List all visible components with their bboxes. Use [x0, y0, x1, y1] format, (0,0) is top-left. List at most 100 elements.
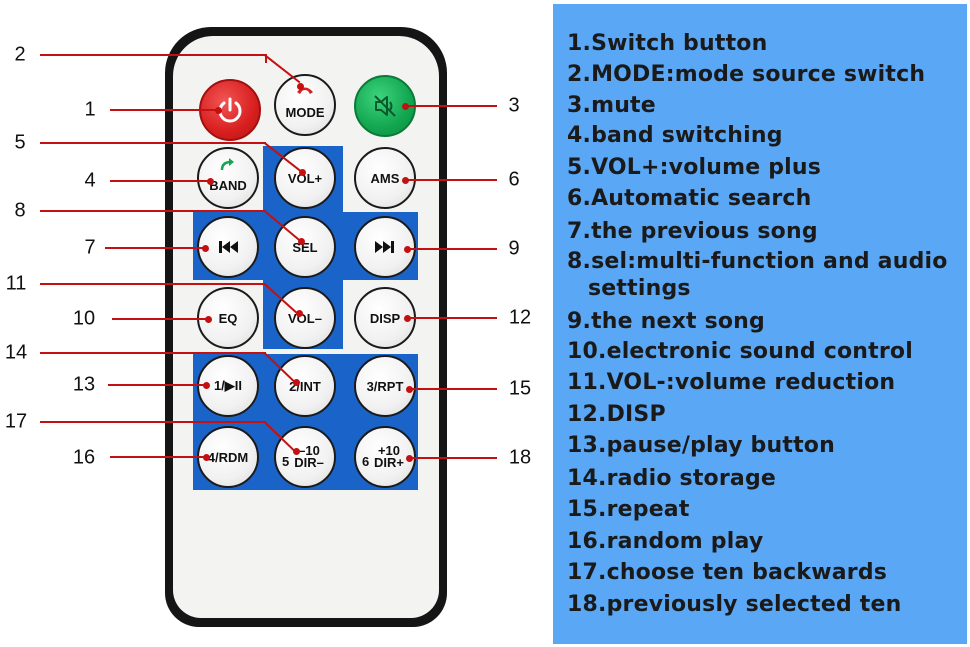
callout-number-18: 18	[508, 446, 532, 469]
leader-dot-13	[202, 381, 210, 389]
leader-line-15	[409, 388, 497, 390]
callout-number-11: 11	[5, 272, 27, 295]
callout-number-17: 17	[4, 410, 28, 433]
skip-next-icon	[375, 241, 394, 253]
pause-play-label: 1/▶II	[213, 378, 243, 393]
leader-line-6	[405, 179, 497, 181]
callout-number-7: 7	[84, 236, 96, 259]
leader-line-9	[407, 248, 497, 250]
dir-plus-text: +10 DIR+	[374, 443, 404, 470]
leader-line-12	[407, 317, 497, 319]
leader-dot-16	[202, 453, 210, 461]
callout-number-5: 5	[14, 131, 26, 154]
legend-item-16: 16.random play	[567, 529, 764, 554]
leader-dot-12	[403, 314, 411, 322]
sel-label: SEL	[292, 239, 318, 255]
callout-number-1: 1	[84, 98, 96, 121]
leader-line-3	[405, 105, 497, 107]
int-button[interactable]: 2/INT	[274, 355, 336, 417]
band-label: BAND	[209, 177, 247, 193]
legend-item-3: 3.mute	[567, 93, 656, 118]
mode-label: MODE	[285, 104, 325, 120]
leader-line-2-drop	[265, 54, 267, 63]
mode-button[interactable]: MODE	[274, 74, 336, 136]
legend-item-10: 10.electronic sound control	[567, 339, 913, 364]
leader-line-7	[105, 247, 205, 249]
legend-item-12: 12.DISP	[567, 402, 666, 427]
legend-item-4: 4.band switching	[567, 123, 783, 148]
leader-dot-18	[405, 454, 413, 462]
leader-line-11	[40, 283, 266, 285]
leader-line-13	[108, 384, 206, 386]
leader-line-14	[40, 352, 266, 354]
leader-dot-15	[405, 385, 413, 393]
dir-plus-bottom: DIR+	[374, 455, 404, 470]
callout-number-14: 14	[4, 341, 28, 364]
legend-item-1: 1.Switch button	[567, 31, 768, 56]
legend-item-6: 6.Automatic search	[567, 186, 812, 211]
leader-dot-7	[201, 244, 209, 252]
legend-item-7: 7.the previous song	[567, 219, 818, 244]
leader-line-5	[40, 142, 266, 144]
vol-minus-label: VOL–	[288, 310, 322, 326]
rpt-label: 3/RPT	[366, 378, 404, 394]
vol-minus-button[interactable]: VOL–	[274, 287, 336, 349]
callout-number-16: 16	[72, 446, 96, 469]
dir-minus-button[interactable]: 5 –10 DIR–	[274, 426, 336, 488]
legend-item-15: 15.repeat	[567, 497, 690, 522]
leader-line-16	[110, 456, 206, 458]
leader-dot-6	[401, 176, 409, 184]
leader-dot-9	[403, 245, 411, 253]
leader-dot-14	[292, 378, 300, 386]
leader-line-10	[112, 318, 208, 320]
legend-item-8-continued: settings	[588, 276, 691, 301]
legend-item-18: 18.previously selected ten	[567, 592, 902, 617]
legend-item-14: 14.radio storage	[567, 466, 777, 491]
leader-dot-2	[296, 82, 304, 90]
callout-number-4: 4	[84, 169, 96, 192]
leader-line-2	[40, 54, 266, 56]
legend-panel: 1.Switch button 2.MODE:mode source switc…	[553, 4, 967, 644]
dir-plus-number: 6	[362, 454, 370, 469]
dir-plus-top: +10	[377, 443, 401, 458]
dir-minus-number: 5	[282, 454, 290, 469]
callout-number-15: 15	[508, 377, 532, 400]
skip-previous-icon	[219, 241, 238, 253]
legend-item-5: 5.VOL+:volume plus	[567, 155, 822, 180]
leader-line-1	[110, 109, 218, 111]
callout-number-12: 12	[508, 306, 532, 329]
callout-number-8: 8	[14, 199, 26, 222]
legend-item-8: 8.sel:multi-function and audio	[567, 249, 948, 274]
leader-line-17	[40, 421, 266, 423]
disp-label: DISP	[369, 310, 401, 326]
dir-minus-text: –10 DIR–	[294, 443, 324, 470]
leader-dot-10	[204, 315, 212, 323]
callout-number-2: 2	[14, 43, 26, 66]
leader-dot-3	[401, 102, 409, 110]
previous-song-button[interactable]	[197, 216, 259, 278]
ams-label: AMS	[370, 170, 400, 186]
dir-minus-top: –10	[298, 443, 320, 458]
leader-line-18	[409, 457, 497, 459]
legend-item-13: 13.pause/play button	[567, 433, 835, 458]
leader-dot-11	[295, 309, 303, 317]
callout-number-6: 6	[508, 168, 520, 191]
callout-number-13: 13	[72, 373, 96, 396]
band-button[interactable]: BAND	[197, 147, 259, 209]
leader-line-4	[110, 180, 210, 182]
rpt-button[interactable]: 3/RPT	[354, 355, 416, 417]
leader-line-8	[40, 210, 266, 212]
dir-minus-bottom: DIR–	[294, 455, 324, 470]
callout-number-10: 10	[72, 307, 96, 330]
dir-plus-button[interactable]: 6 +10 DIR+	[354, 426, 416, 488]
arrow-icon	[220, 158, 234, 171]
legend-item-17: 17.choose ten backwards	[567, 560, 888, 585]
legend-item-2: 2.MODE:mode source switch	[567, 62, 926, 87]
legend-item-11: 11.VOL-:volume reduction	[567, 370, 896, 395]
callout-number-9: 9	[508, 237, 520, 260]
leader-dot-4	[206, 177, 214, 185]
speaker-mute-icon	[374, 95, 396, 117]
callout-number-3: 3	[508, 94, 520, 117]
leader-dot-8	[297, 237, 305, 245]
